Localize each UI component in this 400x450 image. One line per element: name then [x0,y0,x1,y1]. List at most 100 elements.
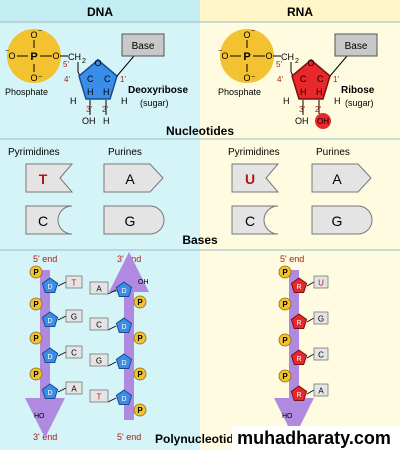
c1-carbon: C [317,74,324,84]
nucleotides-section-label: Nucleotides [166,124,234,138]
phosphate-circle [220,29,274,83]
phosphate-bead [133,331,147,345]
dna-nucleotide: P O − O − O − O Phosphate CH 2 5' O C C … [5,28,188,126]
dna-header-bg [0,0,200,22]
phosphate-letter: P [282,372,288,381]
rna-header-bg [200,0,400,22]
c1-carbon: C [104,74,111,84]
c4-label: 4' [64,75,70,84]
ring-oxygen: O [94,58,101,68]
sugar-letter: R [296,284,301,291]
rna-nucleotide: P O − O − O − O Phosphate CH 2 5' O C C … [218,28,378,129]
phosphate-letter: P [282,300,288,309]
base-tag [65,309,83,323]
base-box-rna [334,33,378,57]
sugar-letter: R [296,356,301,363]
base-tag-letter: U [318,279,324,288]
ch2-label: CH [68,52,81,62]
phosphate-p: P [243,51,250,63]
base-tag-letter: C [71,349,77,358]
base-box-label: Base [132,41,155,52]
c1-hydrogen: H [103,87,110,97]
base-tag-letter: A [71,385,77,394]
dna-left-ho: HO [34,413,45,420]
dna-right-oh: OH [138,279,149,286]
phosphate-letter: P [282,268,288,277]
h-left: H [70,96,77,106]
watermark-bg [232,426,400,450]
base-cytosine: C [25,205,73,235]
phosphate-label: Phosphate [5,87,48,97]
deoxyribose-unit [41,311,59,327]
c5-label: 5' [276,60,282,69]
dna-left-5end: 5' end [33,254,57,264]
base-adenine-rna: A [311,163,372,193]
oxygen-bottom: O [243,73,250,83]
charge-top: − [251,28,255,35]
base-box-dna [121,33,165,57]
deoxyribose-unit [41,277,59,293]
phosphate-letter: P [282,336,288,345]
charge-bottom: − [251,74,255,81]
dna-purines-label: Purines [108,147,142,158]
ribose-2oh-highlight [315,113,331,129]
base-tag [89,281,109,295]
base-adenine: A [103,163,164,193]
sugar-letter: D [47,354,52,361]
phosphate-bead [278,265,292,279]
sugar-letter: D [47,318,52,325]
base-box-label: Base [345,41,368,52]
sugar-label: (sugar) [140,98,169,108]
deoxyribose-unit [115,353,133,369]
deoxyribose-ring [78,59,118,100]
phosphate-letter: P [137,334,143,343]
c4-label: 4' [277,75,283,84]
phosphate-bead [278,297,292,311]
rna-ho: HO [282,413,293,420]
ribose-unit [290,277,308,293]
base-tag-letter: A [318,387,324,396]
phosphate-bead [29,297,43,311]
ring-oxygen: O [307,58,314,68]
base-tag-letter: C [96,321,102,330]
charge-left: − [5,48,9,55]
phosphate-label: Phosphate [218,87,261,97]
sugar-label: (sugar) [345,98,374,108]
c2-oh: OH [317,117,329,126]
phosphate-bead [278,369,292,383]
ribose-ring [291,59,331,100]
adenine-letter: A [332,171,342,187]
base-tag [313,311,329,325]
c4-hydrogen: H [87,87,94,97]
thymine-letter: T [39,171,48,187]
phosphate-letter: P [33,370,39,379]
deoxyribose-unit [41,347,59,363]
base-cytosine-rna: C [231,205,279,235]
rna-5end: 5' end [280,254,304,264]
c2-label: 2' [102,105,108,114]
base-tag-letter: G [96,357,102,366]
rna-header: RNA [287,5,313,19]
base-tag [65,275,83,289]
base-tag [65,381,83,395]
polynucleotides-section-label: Polynucleotides [155,432,247,446]
phosphate-bead [133,295,147,309]
base-tag-letter: C [318,351,324,360]
phosphate-letter: P [33,334,39,343]
c4-carbon: C [300,74,307,84]
c1-label: 1' [120,75,126,84]
oxygen-bridge: O [52,51,59,61]
base-tag-letter: T [97,393,102,402]
base-tag-letter: A [96,285,102,294]
c5-label: 5' [63,60,69,69]
deoxyribose-unit [115,317,133,333]
dna-left-3end: 3' end [33,432,57,442]
guanine-letter: G [125,213,136,229]
oxygen-bridge: O [265,51,272,61]
adenine-letter: A [125,171,135,187]
base-tag [89,353,109,367]
sugar-letter: D [121,288,126,295]
